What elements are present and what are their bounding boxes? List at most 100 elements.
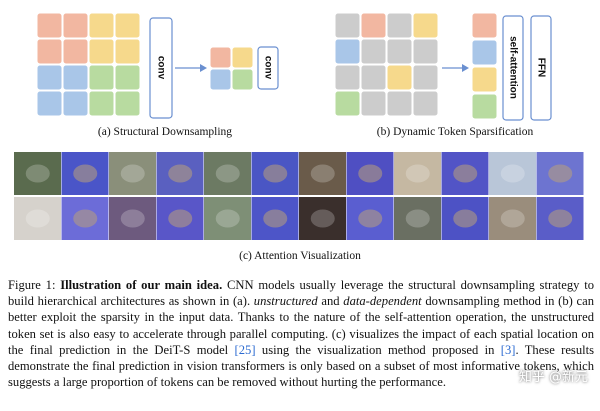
figure-em-unstructured: unstructured bbox=[253, 294, 318, 309]
image-thumbnail bbox=[489, 197, 536, 240]
sparsification-grid bbox=[334, 12, 439, 117]
thumbnail-subject bbox=[168, 209, 193, 228]
citation-link-25[interactable]: [25] bbox=[234, 342, 256, 357]
thumbnail-subject bbox=[73, 164, 98, 183]
figure-text-3: using the visualization method proposed … bbox=[261, 342, 495, 357]
grid-cell bbox=[360, 38, 387, 65]
image-thumbnail bbox=[109, 197, 156, 240]
downsampled-grid bbox=[209, 46, 254, 91]
figure-title: Illustration of our main idea. bbox=[60, 278, 223, 292]
grid-cell bbox=[334, 90, 361, 117]
grid-cell bbox=[36, 90, 63, 117]
conv-block-2 bbox=[257, 46, 279, 90]
kept-tokens bbox=[471, 12, 498, 120]
image-thumbnail bbox=[394, 197, 441, 240]
thumbnail-subject bbox=[358, 209, 383, 228]
structural-grid bbox=[36, 12, 141, 117]
self-attention-block bbox=[502, 15, 524, 121]
thumbnail-subject bbox=[453, 209, 478, 228]
image-thumbnail bbox=[299, 197, 346, 240]
grid-cell bbox=[231, 46, 254, 69]
thumbnail-subject bbox=[500, 209, 525, 228]
conv-label-1: conv bbox=[155, 55, 167, 80]
thumbnail-subject bbox=[405, 164, 430, 183]
caption-attention-visualization: (c) Attention Visualization bbox=[239, 250, 361, 262]
grid-cell bbox=[360, 64, 387, 91]
grid-cell bbox=[334, 64, 361, 91]
thumbnail-subject bbox=[405, 209, 430, 228]
thumbnail-subject bbox=[548, 164, 573, 183]
self-attention-label: self-attention bbox=[507, 36, 519, 99]
figure-diagram bbox=[14, 12, 584, 240]
thumbnail-subject bbox=[263, 209, 288, 228]
image-thumbnail bbox=[299, 152, 346, 195]
thumbnail-subject bbox=[310, 164, 335, 183]
image-thumbnail bbox=[489, 152, 536, 195]
thumbnail-subject bbox=[215, 164, 240, 183]
thumbnail-subject bbox=[168, 164, 193, 183]
grid-cell bbox=[412, 64, 439, 91]
token-cell bbox=[471, 66, 498, 93]
grid-cell bbox=[386, 64, 413, 91]
figure-caption-paragraph: Figure 1: Illustration of our main idea.… bbox=[8, 277, 594, 390]
grid-cell bbox=[386, 12, 413, 39]
watermark: 知乎 @新元 bbox=[518, 370, 588, 385]
thumbnail-subject bbox=[120, 209, 145, 228]
grid-cell bbox=[334, 12, 361, 39]
grid-cell bbox=[88, 90, 115, 117]
figure-em-data-dependent: data-dependent bbox=[343, 294, 422, 309]
thumbnail-subject bbox=[358, 164, 383, 183]
grid-cell bbox=[209, 46, 232, 69]
thumbnail-subject bbox=[215, 209, 240, 228]
grid-cell bbox=[36, 64, 63, 91]
caption-structural-downsampling: (a) Structural Downsampling bbox=[97, 126, 233, 138]
grid-cell bbox=[114, 12, 141, 39]
token-cell bbox=[471, 39, 498, 66]
figure-label: Figure 1: bbox=[8, 278, 56, 292]
thumbnail-subject bbox=[25, 164, 50, 183]
grid-cell bbox=[360, 12, 387, 39]
token-cell bbox=[471, 93, 498, 120]
grid-cell bbox=[62, 64, 89, 91]
grid-cell bbox=[114, 38, 141, 65]
grid-cell bbox=[88, 64, 115, 91]
token-cell bbox=[471, 12, 498, 39]
grid-cell bbox=[88, 38, 115, 65]
thumbnail-subject bbox=[120, 164, 145, 183]
grid-cell bbox=[114, 64, 141, 91]
grid-cell bbox=[36, 12, 63, 39]
thumbnail-subject bbox=[25, 209, 50, 228]
caption-dynamic-token-sparsification: (b) Dynamic Token Sparsification bbox=[376, 126, 534, 138]
grid-cell bbox=[62, 38, 89, 65]
thumbnail-subject bbox=[310, 209, 335, 228]
thumbnail-subject bbox=[500, 164, 525, 183]
ffn-label: FFN bbox=[535, 57, 547, 78]
conv-label-2: conv bbox=[262, 55, 274, 80]
image-thumbnail bbox=[14, 152, 61, 195]
attention-thumbnails bbox=[14, 152, 584, 240]
thumbnail-subject bbox=[263, 164, 288, 183]
ffn-block bbox=[530, 15, 552, 121]
grid-cell bbox=[114, 90, 141, 117]
citation-link-3[interactable]: [3] bbox=[500, 342, 516, 357]
grid-cell bbox=[386, 38, 413, 65]
grid-cell bbox=[412, 38, 439, 65]
grid-cell bbox=[386, 90, 413, 117]
image-thumbnail bbox=[394, 152, 441, 195]
image-thumbnail bbox=[204, 152, 251, 195]
figure-and: and bbox=[321, 294, 340, 309]
grid-cell bbox=[88, 12, 115, 39]
thumbnail-subject bbox=[73, 209, 98, 228]
grid-cell bbox=[360, 90, 387, 117]
grid-cell bbox=[62, 12, 89, 39]
grid-cell bbox=[36, 38, 63, 65]
image-thumbnail bbox=[14, 197, 61, 240]
image-thumbnail bbox=[204, 197, 251, 240]
grid-cell bbox=[231, 68, 254, 91]
conv-block-1 bbox=[149, 17, 173, 119]
grid-cell bbox=[334, 38, 361, 65]
figure-text-1: CNN models usually leverage the structur… bbox=[8, 278, 594, 309]
thumbnail-subject bbox=[453, 164, 478, 183]
thumbnail-subject bbox=[548, 209, 573, 228]
grid-cell bbox=[412, 90, 439, 117]
